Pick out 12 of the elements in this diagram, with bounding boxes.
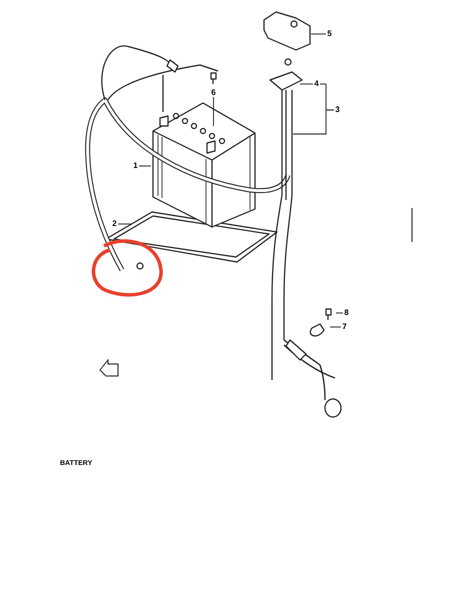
leader-line: [213, 96, 214, 126]
leader-line: [292, 84, 334, 134]
callout-number: 6: [210, 88, 217, 97]
callout-number: 7: [341, 322, 348, 331]
callout-number: 2: [111, 219, 118, 228]
callout-number: 8: [343, 308, 350, 317]
callout-number: 5: [326, 29, 333, 38]
callout-number: 1: [132, 161, 139, 170]
callout-number: 3: [334, 105, 341, 114]
callout-number: 4: [313, 79, 320, 88]
leader-line: [336, 312, 344, 314]
leader-line: [330, 326, 342, 328]
